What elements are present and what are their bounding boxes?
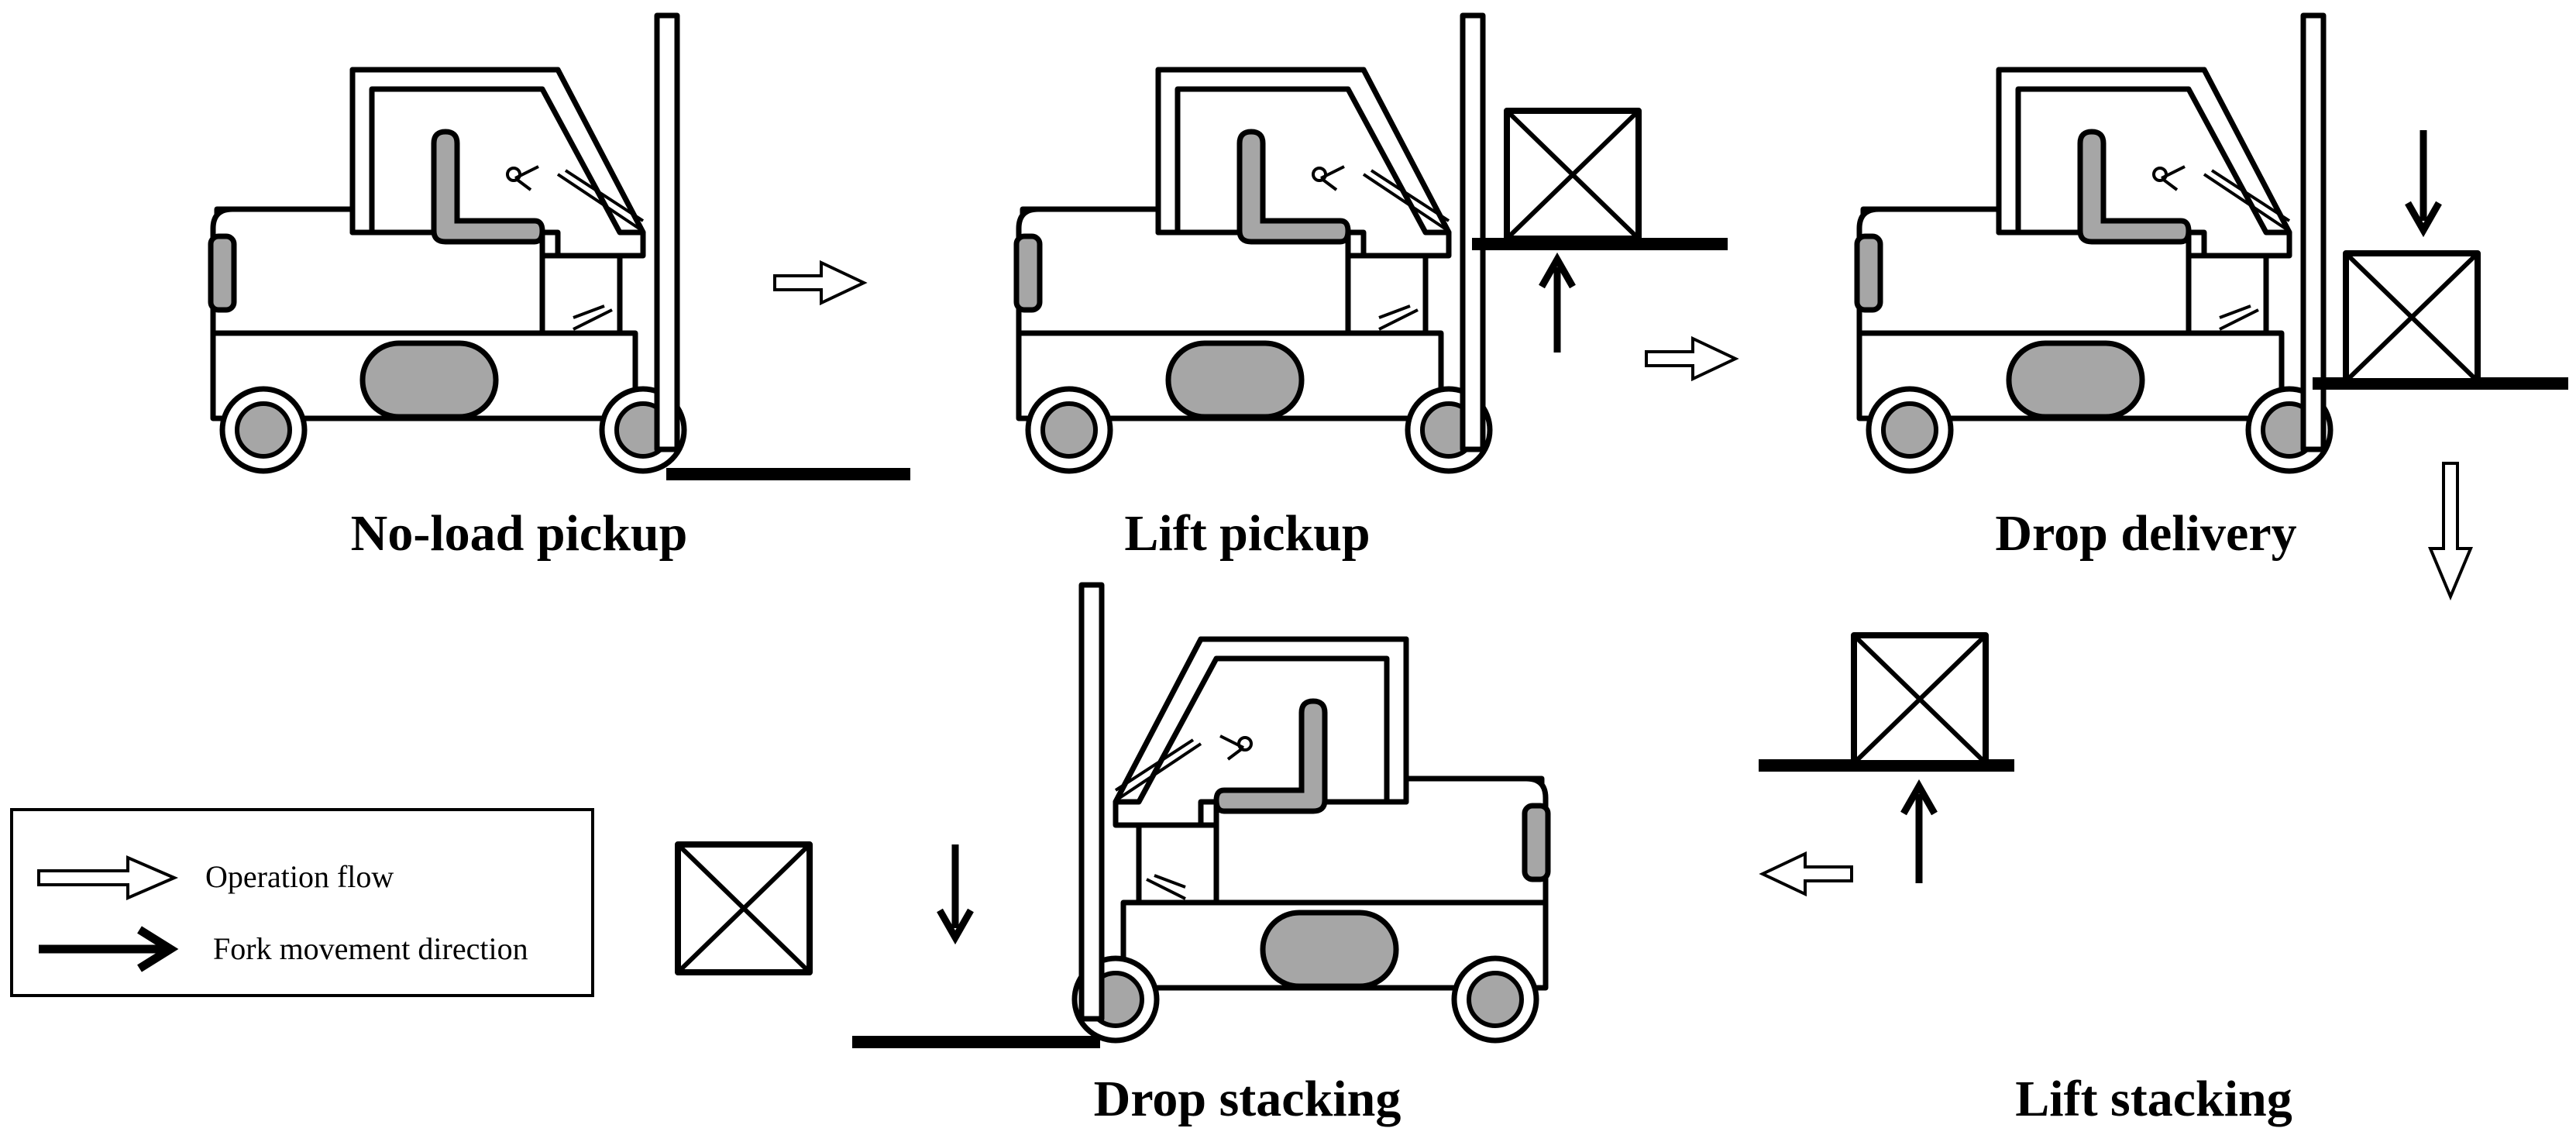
- legend: Operation flow Fork movement direction: [10, 808, 594, 997]
- stage-label-drop-stacking: Drop stacking: [1094, 1071, 1401, 1127]
- load-box-icon: [2346, 253, 2478, 381]
- fork-up-arrow-icon: [1900, 779, 1938, 883]
- legend-operation-flow-arrow-icon: [37, 855, 179, 901]
- stage-lift-stacking: Lift stacking: [1759, 585, 2292, 1127]
- legend-fork-movement-arrow-icon: [39, 926, 179, 972]
- load-box-icon: [1507, 111, 1639, 239]
- stage-drop-stacking: Drop stacking: [852, 585, 1548, 1127]
- stage-label-no-load-pickup: No-load pickup: [351, 505, 688, 562]
- load-box-icon: [1854, 635, 1986, 763]
- stage-lift-pickup: Lift pickup: [1016, 15, 1728, 562]
- operation-flow-arrow-icon: [2427, 462, 2474, 601]
- legend-operation-flow-label: Operation flow: [205, 859, 394, 894]
- legend-fork-movement-label: Fork movement direction: [213, 931, 528, 966]
- legend-box: [10, 808, 594, 997]
- stage-no-load-pickup: No-load pickup: [211, 15, 910, 562]
- fork-down-arrow-icon: [2405, 130, 2442, 238]
- fork-down-arrow-icon: [937, 844, 974, 945]
- operation-flow-arrow-icon: [1759, 851, 1853, 897]
- stage-drop-delivery: Drop delivery: [1857, 15, 2568, 562]
- stage-label-lift-pickup: Lift pickup: [1124, 505, 1370, 562]
- stacked-box-icon: [678, 844, 810, 972]
- operation-flow-arrow-icon: [773, 261, 865, 304]
- fork-up-arrow-icon: [1539, 252, 1576, 353]
- stage-label-lift-stacking: Lift stacking: [2015, 1071, 2292, 1127]
- operation-flow-arrow-icon: [1645, 337, 1737, 380]
- stage-label-drop-delivery: Drop delivery: [1995, 505, 2296, 562]
